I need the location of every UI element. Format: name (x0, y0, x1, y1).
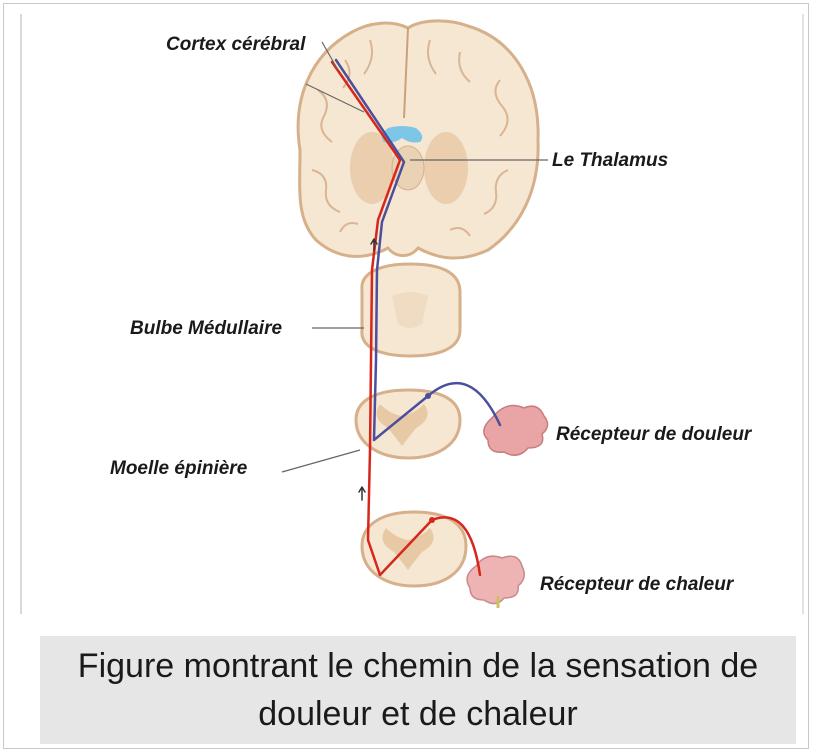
moelle-label: Moelle épinière (110, 458, 248, 479)
heat-synapse (429, 517, 435, 523)
thalamus-label: Le Thalamus (552, 150, 668, 171)
brain-section (298, 21, 538, 258)
heat-receptor (467, 556, 524, 608)
sensory-pathway-diagram: Cortex cérébral Le Thalamus Bulbe Médull… (0, 0, 814, 630)
right-basal-ganglia (424, 132, 468, 204)
pain-synapse (425, 393, 431, 399)
cortex-label: Cortex cérébral (166, 34, 306, 55)
moelle-leader (282, 450, 360, 472)
bulbe-label: Bulbe Médullaire (130, 318, 282, 339)
heat-receptor-tissue (467, 556, 524, 603)
figure-caption: Figure montrant le chemin de la sensatio… (40, 636, 796, 744)
heat-receptor-label: Récepteur de chaleur (540, 574, 735, 595)
ascending-arrow-lower (359, 487, 365, 500)
spinal-cord-lower (362, 512, 466, 586)
pain-receptor-label: Récepteur de douleur (556, 424, 753, 445)
